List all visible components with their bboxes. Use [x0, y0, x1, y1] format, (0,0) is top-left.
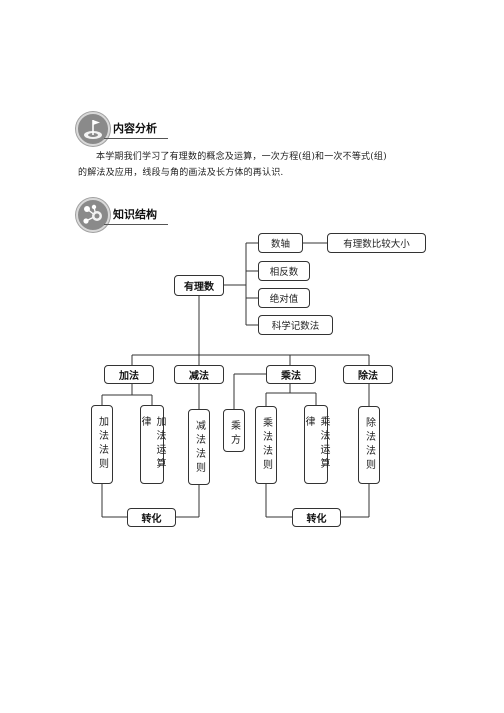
op-multiplication: 乘法 [266, 365, 316, 384]
compare-size: 有理数比较大小 [327, 233, 426, 253]
rule-division: 除法法则 [358, 406, 380, 484]
power: 乘方 [223, 409, 245, 452]
branch-opposite-number: 相反数 [258, 261, 310, 281]
root-rational-numbers: 有理数 [174, 275, 224, 296]
transform-right: 转化 [292, 508, 341, 527]
target-flag-icon [76, 112, 110, 146]
op-addition: 加法 [104, 365, 154, 384]
power-text: 乘方 [228, 420, 240, 448]
rule-division-text: 除法法则 [363, 417, 375, 473]
branch-number-line: 数轴 [258, 233, 303, 253]
rule-multiplication: 乘法法则 [255, 406, 277, 484]
op-division: 除法 [343, 365, 393, 384]
paragraph-line-1: 本学期我们学习了有理数的概念及运算，一次方程(组)和一次不等式(组) [96, 152, 387, 162]
rule-addition-text: 加法法则 [96, 416, 108, 472]
rule-subtraction-text: 减法法则 [193, 420, 205, 476]
law-multiplication-text: 乘法运算律 [303, 416, 329, 472]
section-rule [104, 138, 168, 139]
intro-paragraph: 本学期我们学习了有理数的概念及运算，一次方程(组)和一次不等式(组) 的解法及应… [78, 149, 444, 181]
branch-absolute-value: 绝对值 [258, 288, 310, 308]
rule-addition: 加法法则 [91, 405, 113, 484]
law-addition: 加法运算律 [139, 405, 165, 484]
section-title-knowledge-structure: 知识结构 [113, 208, 157, 221]
law-multiplication: 乘法运算律 [303, 405, 329, 484]
paragraph-line-2: 的解法及应用，线段与角的画法及长方体的再认识. [78, 168, 284, 178]
branch-scientific-notation: 科学记数法 [258, 315, 333, 335]
section-rule [104, 224, 168, 225]
law-addition-text: 加法运算律 [139, 416, 165, 472]
op-subtraction: 减法 [174, 365, 224, 384]
section-title-content-analysis: 内容分析 [113, 122, 157, 135]
network-icon [76, 198, 110, 232]
rule-multiplication-text: 乘法法则 [260, 417, 272, 473]
rule-subtraction: 减法法则 [188, 409, 210, 485]
transform-left: 转化 [127, 508, 176, 527]
